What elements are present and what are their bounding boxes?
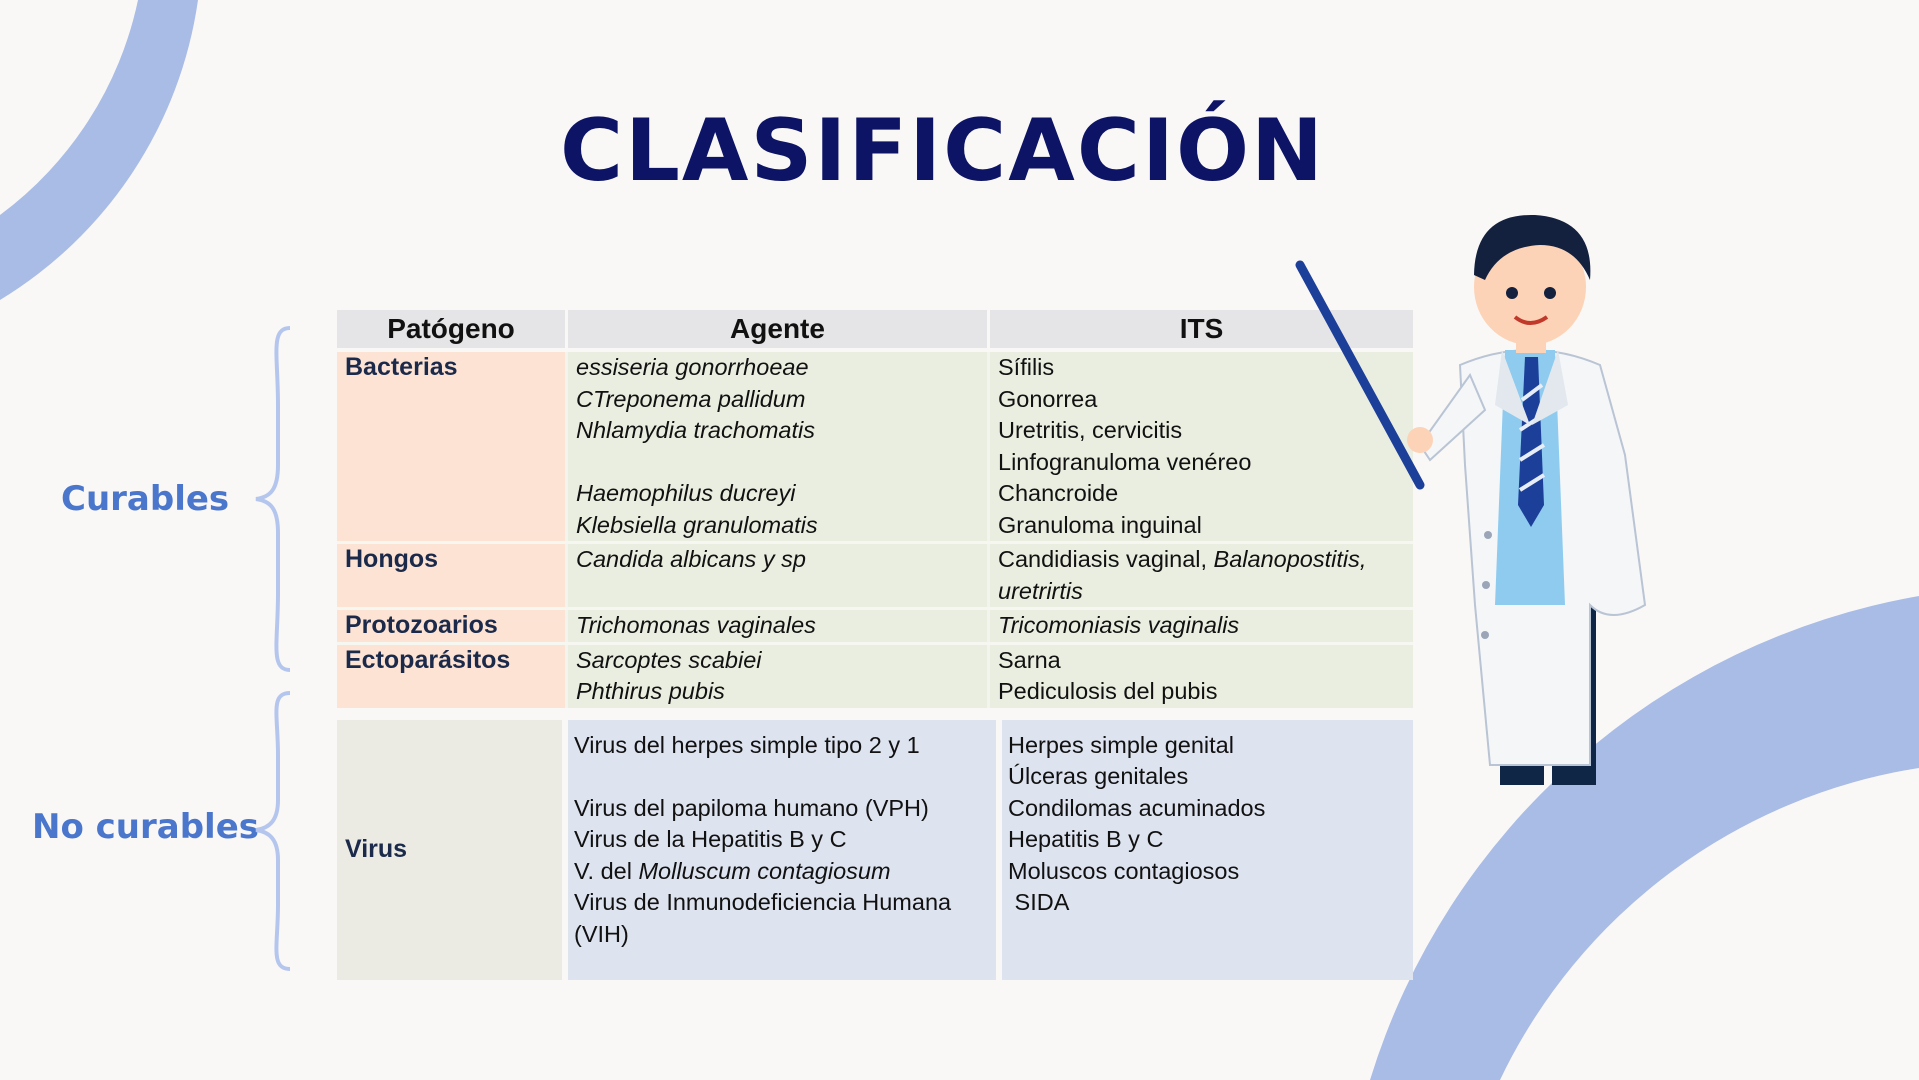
agent-cell: Nhlamydia trachomatis xyxy=(576,417,816,443)
its-cell: Pediculosis del pubis xyxy=(998,678,1218,704)
pathogen-hongos: Hongos xyxy=(345,545,439,573)
agent-cell: essiseria gonorrhoeae xyxy=(576,354,809,380)
no-curables-label: No curables xyxy=(32,807,260,847)
its-cell: SIDA xyxy=(1008,889,1070,915)
its-cell: Moluscos contagiosos xyxy=(1008,857,1240,884)
pathogen-protozoarios: Protozoarios xyxy=(345,611,498,639)
its-cell: Úlceras genitales xyxy=(1008,763,1189,789)
its-cell-italic: Balanopostitis, uretrirtis xyxy=(998,546,1367,604)
agent-cell: Virus de Inmunodeficiencia Humana (VIH) xyxy=(574,889,952,947)
pathogen-bacterias: Bacterias xyxy=(345,353,458,381)
its-cell: Hepatitis B y C xyxy=(1008,826,1164,852)
its-cell: Linfogranuloma venéreo xyxy=(998,448,1252,475)
curables-label: Curables xyxy=(61,479,230,519)
its-cell: Uretritis, cervicitis xyxy=(998,417,1183,443)
page-title: CLASIFICACIÓN xyxy=(560,101,1326,201)
its-cell: Gonorrea xyxy=(998,385,1098,412)
its-cell: Chancroide xyxy=(998,480,1119,506)
table-header-row: Patógeno Agente ITS xyxy=(337,310,1413,348)
its-cell: Tricomoniasis vaginalis xyxy=(998,612,1240,638)
pathogen-virus: Virus xyxy=(345,834,408,863)
its-cell: Sarna xyxy=(998,646,1061,673)
table-row: Hongos Candida albicans y sp Candidiasis… xyxy=(337,544,1413,607)
agent-cell: Candida albicans y sp xyxy=(576,546,806,572)
agent-cell: Trichomonas vaginales xyxy=(576,612,816,638)
its-cell: Granuloma inguinal xyxy=(998,511,1202,538)
table-row-virus: Virus Virus del herpes simple tipo 2 y 1… xyxy=(337,719,1413,980)
agent-cell-italic: Molluscum contagiosum xyxy=(638,857,891,884)
no-curables-brace xyxy=(255,691,291,971)
agent-cell: Phthirus pubis xyxy=(576,678,725,704)
header-pathogen: Patógeno xyxy=(337,310,568,348)
its-cell: Candidiasis vaginal, xyxy=(998,546,1214,572)
agent-cell: Virus de la Hepatitis B y C xyxy=(574,826,847,852)
classification-table: Patógeno Agente ITS Bacterias essiseria … xyxy=(337,310,1413,980)
pathogen-ectoparasitos: Ectoparásitos xyxy=(345,645,511,674)
agent-cell xyxy=(574,761,990,793)
table-row: Ectoparásitos Sarcoptes scabiei Phthirus… xyxy=(337,644,1413,708)
its-cell: Condilomas acuminados xyxy=(1008,794,1266,821)
agent-cell: CTreponema pallidum xyxy=(576,385,806,412)
curables-brace xyxy=(255,326,291,672)
header-agent: Agente xyxy=(568,310,990,348)
table-row: Protozoarios Trichomonas vaginales Trico… xyxy=(337,610,1413,642)
agent-cell: Virus del herpes simple tipo 2 y 1 xyxy=(574,731,920,758)
agent-cell: V. del xyxy=(574,857,639,884)
agent-cell: Haemophilus ducreyi xyxy=(576,480,796,506)
doctor-illustration xyxy=(1295,214,1647,785)
agent-cell: Klebsiella granulomatis xyxy=(576,511,818,538)
agent-cell xyxy=(576,447,979,479)
agent-cell: Virus del papiloma humano (VPH) xyxy=(574,794,929,821)
table-row: Bacterias essiseria gonorrhoeae CTrepone… xyxy=(337,352,1413,541)
its-cell: Sífilis xyxy=(998,354,1055,380)
agent-cell: Sarcoptes scabiei xyxy=(576,646,762,673)
its-cell: Herpes simple genital xyxy=(1008,731,1234,758)
